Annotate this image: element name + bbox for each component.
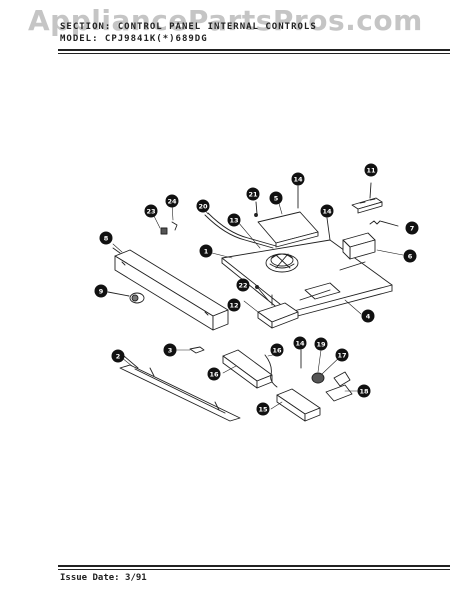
callout-14a: 14 [291,172,305,186]
svg-text:17: 17 [337,352,346,360]
part-13-switch-assembly [265,253,299,273]
callout-7: 7 [405,221,419,235]
part-23-spring [160,227,168,235]
callout-20: 20 [196,199,210,213]
callouts: 1 2 3 4 5 6 7 8 9 11 12 13 14 14 14 15 1… [94,163,419,416]
part-6-box [342,232,376,260]
callout-3: 3 [163,343,177,357]
svg-text:20: 20 [198,203,208,211]
svg-text:8: 8 [104,235,109,243]
svg-text:7: 7 [410,225,415,233]
section-title: SECTION: CONTROL PANEL INTERNAL CONTROLS [60,22,317,32]
part-15-channel [276,388,321,422]
part-21-screw [254,201,258,217]
svg-text:14: 14 [295,340,305,348]
svg-text:24: 24 [167,198,177,206]
part-3-clip [189,346,205,354]
callout-4: 4 [361,309,375,323]
svg-text:9: 9 [99,288,104,296]
callout-24: 24 [165,194,179,208]
part-8-front-panel [112,247,229,331]
callout-22: 22 [236,278,250,292]
callout-2: 2 [111,349,125,363]
svg-text:15: 15 [258,406,268,414]
part-9-knob [107,291,145,304]
svg-text:2: 2 [116,353,121,361]
callout-12: 12 [227,298,241,312]
callout-9: 9 [94,284,108,298]
svg-text:22: 22 [238,282,247,290]
callout-23: 23 [144,204,158,218]
part-10-wire [264,354,278,388]
callout-14c: 14 [293,336,307,350]
issue-date: Issue Date: 3/91 [60,573,147,583]
svg-text:16: 16 [209,371,219,379]
callout-6: 6 [403,249,417,263]
callout-13: 13 [227,213,241,227]
callout-5: 5 [269,191,283,205]
svg-text:14: 14 [293,176,303,184]
part-11-bracket [351,182,383,214]
svg-text:11: 11 [366,167,376,175]
callout-11: 11 [364,163,378,177]
watermark: AppliancePartsPros.com [28,4,423,37]
svg-text:3: 3 [168,347,173,355]
part-2-rod [119,355,241,422]
part-5-cover [257,211,319,248]
model-number: MODEL: CPJ9841K(*)689DG [60,34,208,44]
header-rule-thin [58,53,450,54]
part-20-rod [204,212,277,249]
callout-19: 19 [314,337,328,351]
callout-1: 1 [199,244,213,258]
svg-text:5: 5 [274,195,279,203]
svg-text:12: 12 [229,302,238,310]
svg-text:16: 16 [272,347,282,355]
svg-text:4: 4 [366,313,371,321]
svg-text:1: 1 [204,248,209,256]
svg-text:18: 18 [359,388,369,396]
part-22-screw [255,285,269,301]
part-24-clip [171,221,178,231]
part-7-clip [369,220,399,227]
part-18-bracket [325,371,353,402]
svg-text:14: 14 [322,208,332,216]
footer-rule [58,565,450,567]
callout-15: 15 [256,402,270,416]
callout-14b: 14 [320,204,334,218]
svg-text:13: 13 [229,217,238,225]
callout-17: 17 [335,348,349,362]
callout-16b: 16 [270,343,284,357]
header-rule [58,49,450,51]
svg-text:23: 23 [146,208,155,216]
part-12-bracket [257,294,299,329]
footer-rule-thin [58,569,450,570]
callout-16a: 16 [207,367,221,381]
svg-text:6: 6 [408,253,413,261]
part-16-channel [222,349,273,389]
svg-text:19: 19 [316,341,326,349]
callout-8: 8 [99,231,113,245]
callout-18: 18 [357,384,371,398]
part-17-switch [311,372,325,384]
callout-21: 21 [246,187,260,201]
svg-text:21: 21 [248,191,258,199]
